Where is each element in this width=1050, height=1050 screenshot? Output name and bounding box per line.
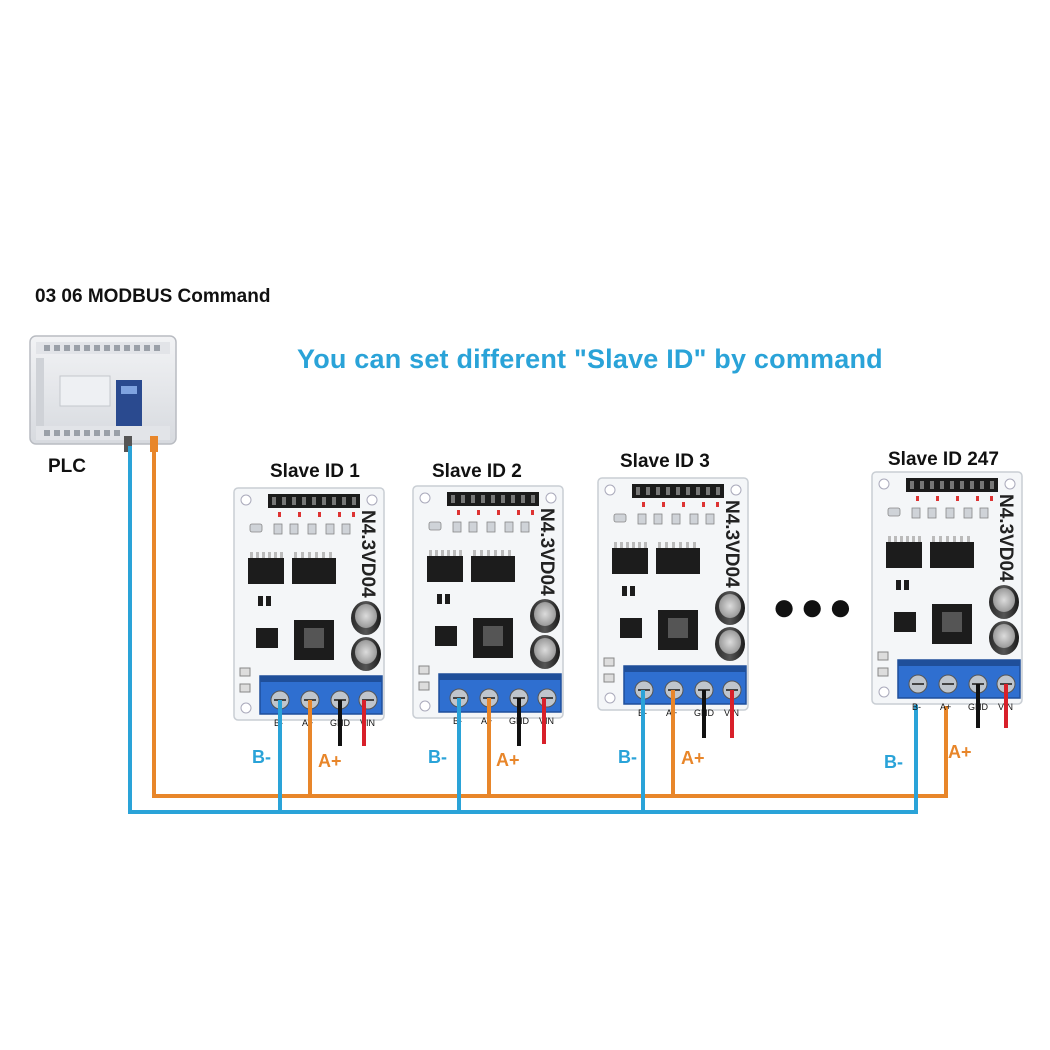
plc-label: PLC	[48, 456, 86, 477]
terminal-label-1-4: VIN	[360, 718, 375, 728]
a-bus-wire	[152, 446, 948, 798]
b-wire-label-3: B-	[618, 747, 637, 767]
terminal-label-4-2: A+	[940, 702, 951, 712]
slave-title-2: Slave ID 2	[432, 461, 522, 482]
b-wire-label-4: B-	[884, 752, 903, 772]
terminal-label-1-2: A+	[302, 718, 313, 728]
slave-title-1: Slave ID 1	[270, 461, 360, 482]
ellipsis-icon: ●●●	[772, 585, 857, 629]
a-wire-label-4: A+	[948, 742, 972, 762]
board-text-2: N4.3VD04	[536, 508, 557, 596]
b-bus-wire	[128, 446, 918, 814]
terminal-label-4-1: B-	[912, 702, 921, 712]
terminal-label-2-2: A+	[481, 716, 492, 726]
slave-title-4: Slave ID 247	[888, 449, 999, 470]
a-wire-label-3: A+	[681, 748, 705, 768]
a-wire-label-2: A+	[496, 750, 520, 770]
terminal-label-2-4: VIN	[539, 716, 554, 726]
b-wire-label-2: B-	[428, 747, 447, 767]
board-text-1: N4.3VD04	[357, 510, 378, 598]
board-text-3: N4.3VD04	[721, 500, 742, 588]
command-label: 03 06 MODBUS Command	[35, 286, 271, 307]
a-wire-label-1: A+	[318, 751, 342, 771]
slave-title-3: Slave ID 3	[620, 451, 710, 472]
b-wire-label-1: B-	[252, 747, 271, 767]
board-text-4: N4.3VD04	[995, 494, 1016, 582]
plc-icon	[29, 335, 177, 452]
headline: You can set different "Slave ID" by comm…	[297, 344, 883, 374]
